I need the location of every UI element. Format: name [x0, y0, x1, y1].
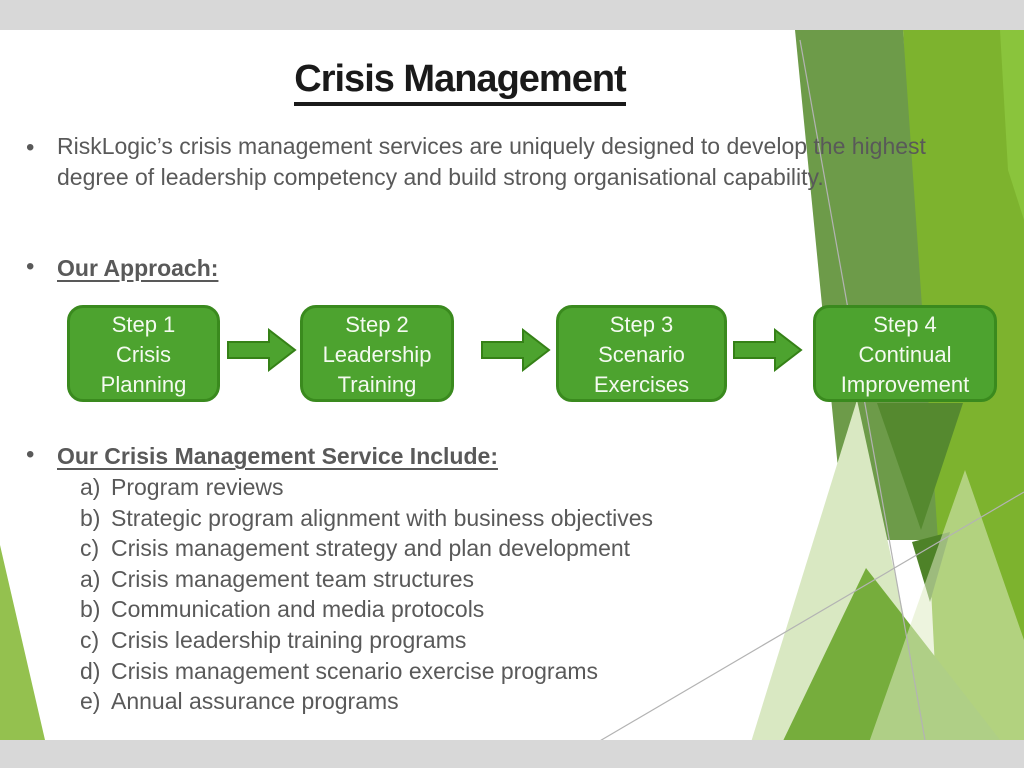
list-item-text: Crisis management team structures [111, 565, 475, 592]
step-box-2: Step 2 Leadership Training [300, 305, 454, 402]
decor-dark-triangle [877, 403, 963, 530]
list-item: c) Crisis management strategy and plan de… [80, 533, 840, 564]
list-item-marker: b) [80, 504, 101, 531]
list-item-text: Program reviews [111, 474, 284, 500]
list-item: a) Program reviews [80, 472, 840, 503]
step-box-3: Step 3 Scenario Exercises [556, 305, 727, 402]
list-item-marker: d) [80, 657, 101, 684]
step-4-line-3: Improvement [840, 372, 970, 397]
list-item: e) Annual assurance programs [80, 686, 840, 717]
list-item-text: Communication and media protocols [111, 596, 485, 623]
list-item-marker: e) [80, 688, 101, 715]
step-1-line-3: Planning [100, 372, 187, 397]
list-item-marker: a) [80, 565, 101, 592]
list-item: b) Strategic program alignment with busin… [80, 503, 840, 534]
decor-pale-crossing-band [860, 470, 1024, 768]
list-item-text: Annual assurance programs [111, 688, 399, 715]
approach-heading: Our Approach: [57, 255, 219, 281]
list-item-marker: a) [80, 474, 101, 500]
step-4-line-1: Step 4 [873, 312, 937, 337]
bottom-bar [0, 740, 1024, 768]
step-box-4: Step 4 Continual Improvement [813, 305, 997, 402]
approach-bullet-glyph: • [26, 253, 35, 280]
step-1-line-1: Step 1 [111, 312, 176, 337]
step-3-line-3: Exercises [593, 372, 690, 397]
top-bar [0, 0, 1024, 30]
step-3-line-1: Step 3 [609, 312, 674, 337]
arrow-right-icon [733, 328, 803, 372]
list-item: c) Crisis leadership training programs [80, 625, 840, 656]
step-3-line-2: Scenario [598, 342, 685, 367]
decor-bright-light-strip [1000, 30, 1024, 220]
list-item: b) Communication and media protocols [80, 594, 840, 625]
arrow-right-icon [227, 328, 297, 372]
step-4-line-2: Continual [858, 342, 952, 367]
page-title: Crisis Management [0, 58, 920, 106]
list-item-text: Crisis management strategy and plan deve… [111, 535, 631, 562]
services-list: a) Program reviews b) Strategic program al… [80, 472, 840, 717]
step-2-line-1: Step 2 [345, 312, 409, 337]
step-1-line-2: Crisis [116, 342, 171, 367]
list-item: d) Crisis management scenario exercise pr… [80, 656, 840, 687]
intro-paragraph: RiskLogic’s crisis management services a… [57, 133, 926, 190]
decor-diagonal-line-1 [597, 491, 1024, 743]
list-item-text: Crisis leadership training programs [111, 626, 467, 653]
list-item: a) Crisis management team structures [80, 564, 840, 595]
arrow-right-icon [481, 328, 551, 372]
decor-left-wedge [0, 545, 45, 740]
services-heading: Our Crisis Management Service Include: [57, 443, 498, 469]
list-item-marker: b) [80, 596, 101, 623]
list-item-text: Strategic program alignment with busines… [111, 504, 654, 531]
list-item-marker: c) [80, 535, 100, 562]
step-box-1: Step 1 Crisis Planning [67, 305, 220, 402]
services-bullet-glyph: • [26, 441, 35, 468]
list-item-marker: c) [80, 626, 100, 653]
step-2-line-2: Leadership [322, 342, 432, 367]
step-2-line-3: Training [337, 372, 417, 397]
list-item-text: Crisis management scenario exercise prog… [111, 657, 599, 684]
intro-bullet-glyph: • [26, 134, 35, 161]
